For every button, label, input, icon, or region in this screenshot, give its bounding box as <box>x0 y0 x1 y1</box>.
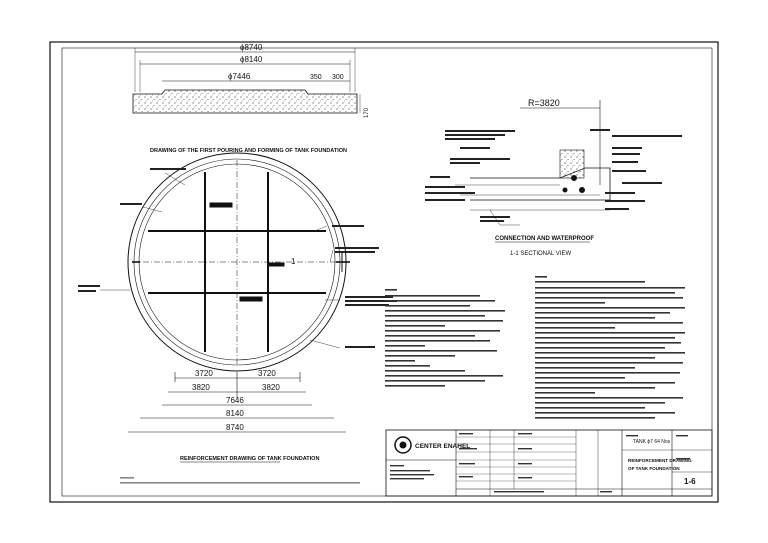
tb-title-line-3: OF TANK FOUNDATION <box>628 466 680 471</box>
cut-mark-1: 1 <box>291 257 296 266</box>
title-block <box>385 429 713 497</box>
company-name: CENTER ENAHEL <box>415 443 470 450</box>
plan-dimensions <box>128 372 346 433</box>
dim-8740: 8740 <box>226 423 244 432</box>
dim-350-top: 350 <box>310 74 322 81</box>
title-block-stubs <box>390 433 690 493</box>
notes-right <box>535 276 685 419</box>
notes-middle <box>385 289 505 387</box>
title-first-pouring: DRAWING OF THE FIRST POURING AND FORMING… <box>150 148 347 154</box>
dim-7646: 7646 <box>226 396 244 405</box>
tb-title-line-1: TANK ϕ7 64 Nos <box>633 439 671 445</box>
plan-note-stubs <box>78 168 397 348</box>
section-notes-left <box>425 130 515 222</box>
dim-170-top: 170 <box>364 107 370 118</box>
section-notes-right <box>590 129 682 210</box>
dim-8740-top: ϕ8740 <box>240 43 263 52</box>
tank-foundation-plan <box>127 152 350 372</box>
tb-sheet-no: 1-6 <box>684 477 696 486</box>
dim-3720-left: 3720 <box>195 369 213 378</box>
title-section: 1-1 SECTIONAL VIEW <box>510 251 571 257</box>
dim-8140-top: ϕ8140 <box>240 55 263 64</box>
section-1-1 <box>455 100 611 226</box>
plan-annotations <box>100 172 341 349</box>
tb-title-line-2: REINFORCEMENT DRAWING <box>628 458 692 463</box>
dim-8140: 8140 <box>226 409 244 418</box>
footnote-stub <box>120 477 360 484</box>
dim-300-top: 300 <box>332 74 344 81</box>
title-reinforcement: REINFORCEMENT DRAWING OF TANK FOUNDATION <box>180 456 319 462</box>
top-section-view: ϕ8740 ϕ8140 ϕ7446 350 300 170 <box>132 43 370 118</box>
dim-3820-right: 3820 <box>262 383 280 392</box>
title-connection: CONNECTION AND WATERPROOF <box>495 236 594 242</box>
dim-3820-left: 3820 <box>192 383 210 392</box>
dim-7446-top: ϕ7446 <box>228 72 251 81</box>
outer-border <box>49 41 719 503</box>
radius-label: R=3820 <box>528 98 560 108</box>
dim-3720-right: 3720 <box>258 369 276 378</box>
